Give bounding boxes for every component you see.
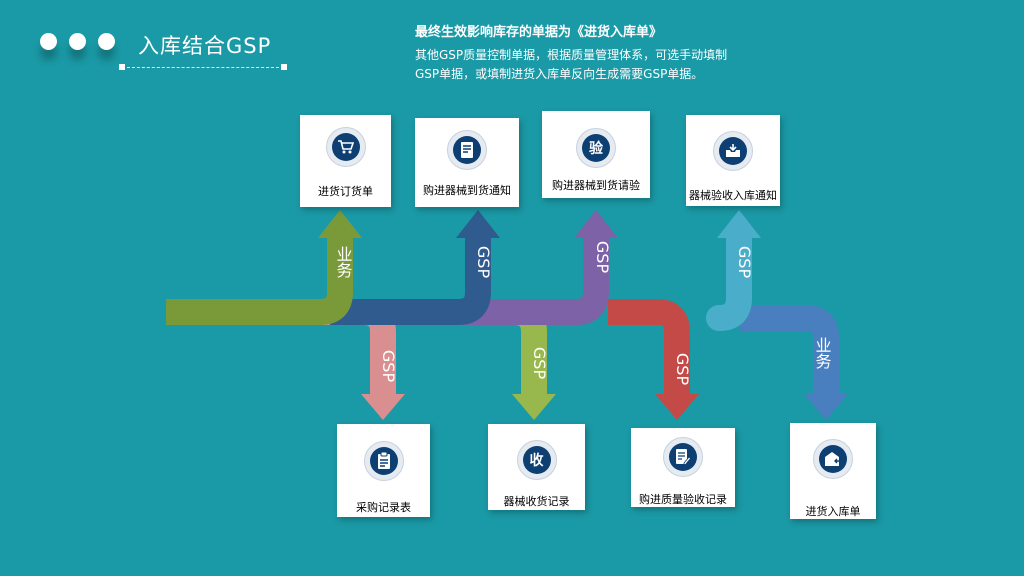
desc-line: 其他GSP质量控制单据，根据质量管理体系，可选手动填制 <box>415 48 728 62</box>
card-quality-record[interactable]: 购进质量验收记录 <box>631 428 735 507</box>
title-underline <box>122 67 284 68</box>
ribbon-blue <box>740 305 839 396</box>
ribbon-navy <box>330 236 491 325</box>
arrow-label: GSP <box>673 353 692 386</box>
underline-end <box>281 64 287 70</box>
underline-end <box>119 64 125 70</box>
dot <box>98 33 115 50</box>
ribbon-green <box>166 236 353 325</box>
arrowhead-lime <box>512 394 556 420</box>
card-label: 采购记录表 <box>356 501 411 514</box>
arrow-label: 业务 <box>334 246 353 279</box>
warehouse-in-icon <box>813 439 853 479</box>
card-label: 器械收货记录 <box>503 495 570 508</box>
arrowhead-purple <box>574 210 618 238</box>
inbox-icon <box>713 131 753 171</box>
arrowhead-red <box>655 394 699 420</box>
ribbon-red <box>608 299 690 396</box>
dot <box>69 33 86 50</box>
desc-line: GSP单据，或填制进货入库单反向生成需要GSP单据。 <box>415 67 704 81</box>
headline: 最终生效影响库存的单据为《进货入库单》 <box>415 25 663 40</box>
card-receipt-record[interactable]: 收 器械收货记录 <box>488 424 585 510</box>
card-inspection-request[interactable]: 验 购进器械到货请验 <box>542 111 650 198</box>
arrow-label: GSP <box>735 246 754 279</box>
arrowhead-navy <box>456 210 500 238</box>
arrow-label: GSP <box>593 241 612 274</box>
arrow-label: 业务 <box>813 337 832 370</box>
arrowhead-green <box>318 210 362 238</box>
edit-document-icon <box>663 437 703 477</box>
card-arrival-notice[interactable]: 购进器械到货通知 <box>415 118 519 207</box>
card-purchase-record[interactable]: 采购记录表 <box>337 424 430 517</box>
ribbon-purple <box>444 236 609 325</box>
card-order[interactable]: 进货订货单 <box>300 115 391 207</box>
cart-icon <box>325 127 366 167</box>
arrowhead-blue <box>804 394 848 420</box>
card-label: 器械验收入库通知 <box>689 189 777 202</box>
decor-dots <box>40 33 115 50</box>
arrow-label: GSP <box>530 347 549 380</box>
clipboard-icon <box>363 441 404 481</box>
dot <box>40 33 57 50</box>
card-storage-notice[interactable]: 器械验收入库通知 <box>686 115 780 206</box>
arrowhead-sky <box>717 210 761 238</box>
description: 其他GSP质量控制单据，根据质量管理体系，可选手动填制 GSP单据，或填制进货入… <box>415 46 775 84</box>
card-label: 购进器械到货请验 <box>552 179 640 192</box>
arrow-label: GSP <box>379 350 398 383</box>
card-label: 购进器械到货通知 <box>423 184 511 197</box>
receive-icon: 收 <box>516 440 557 480</box>
document-icon <box>447 130 487 170</box>
verify-icon: 验 <box>576 128 616 168</box>
arrow-label: GSP <box>474 246 493 279</box>
card-label: 进货入库单 <box>805 505 861 518</box>
ribbon-sky <box>706 236 752 331</box>
page-title: 入库结合GSP <box>138 34 272 58</box>
card-label: 购进质量验收记录 <box>639 493 727 506</box>
arrowhead-pink <box>361 394 405 420</box>
card-label: 进货订货单 <box>318 185 373 198</box>
card-purchase-in[interactable]: 进货入库单 <box>790 423 876 519</box>
